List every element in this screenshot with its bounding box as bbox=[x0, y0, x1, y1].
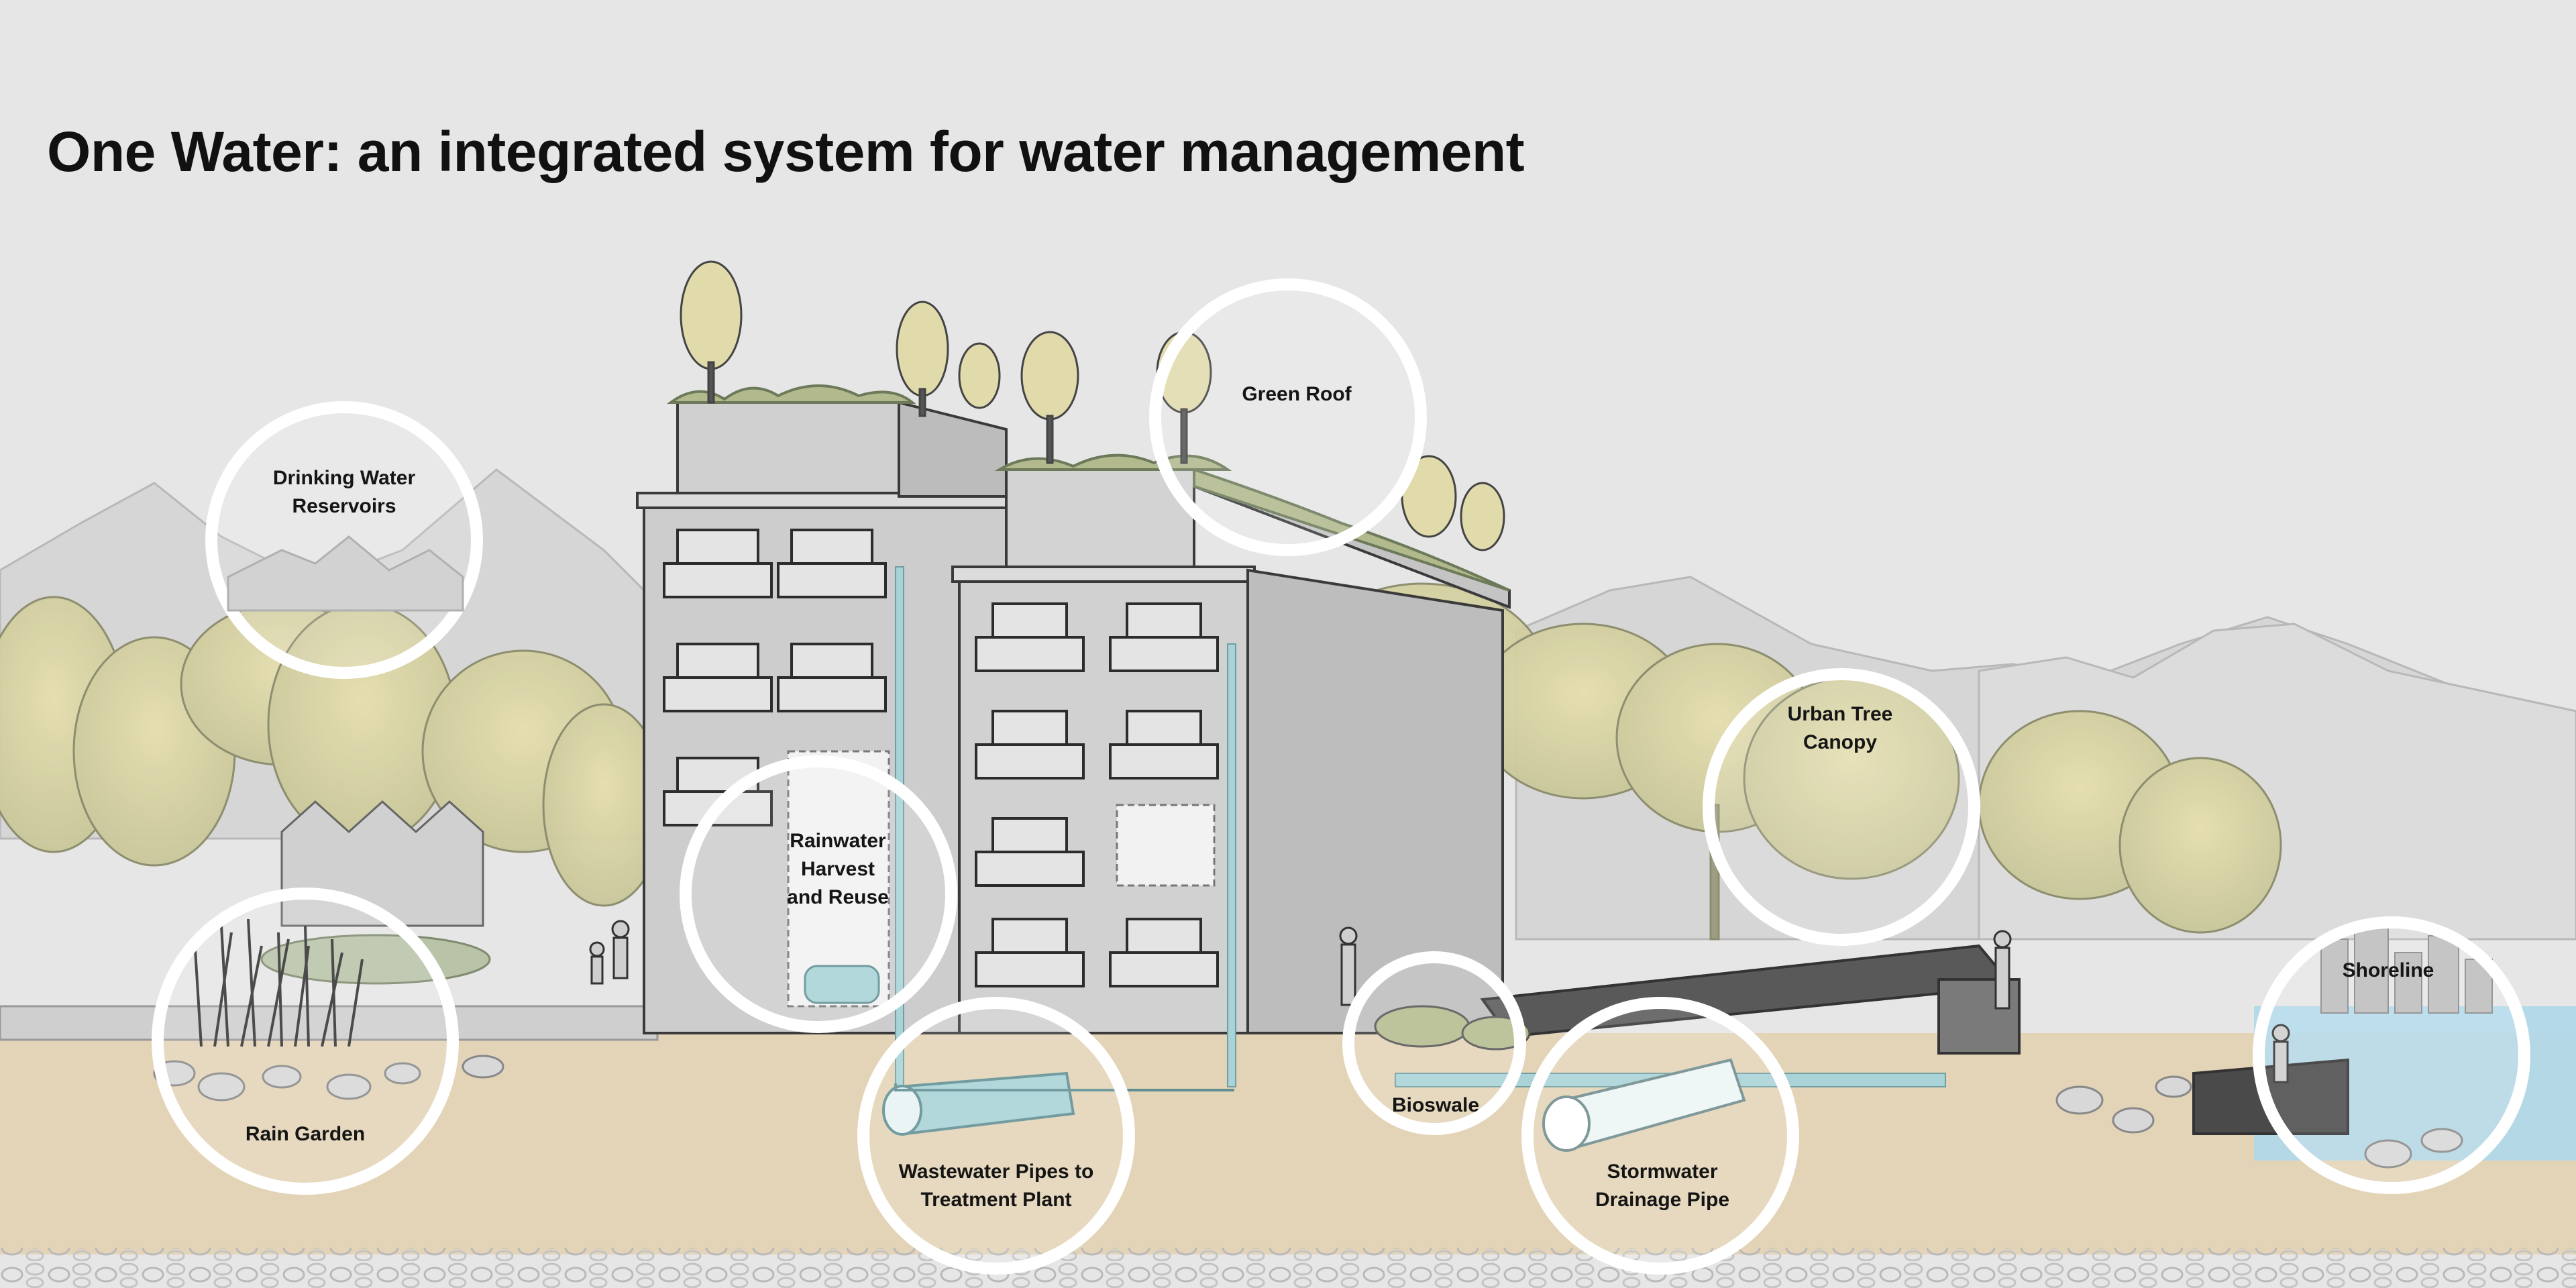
label-rain-garden: Rain Garden bbox=[245, 1123, 366, 1145]
reservoir-mountains bbox=[227, 535, 464, 612]
label-wastewater-pipes: Wastewater Pipes to Treatment Plant bbox=[898, 1161, 1094, 1211]
label-stormwater-drainage-pipe: Stormwater Drainage Pipe bbox=[1595, 1161, 1730, 1211]
gravel-strip bbox=[0, 1248, 2576, 1288]
ring-stormwater-pipe bbox=[1521, 997, 1799, 1275]
stormwater-pipe-drawing bbox=[1542, 1058, 1746, 1152]
ring-urban-tree-canopy bbox=[1703, 668, 1980, 946]
label-green-roof: Green Roof bbox=[1242, 383, 1352, 405]
city-skyline bbox=[2320, 925, 2493, 1014]
roof-trees bbox=[680, 260, 1505, 551]
rain-garden-reeds bbox=[193, 918, 364, 1047]
ring-wastewater-pipes bbox=[857, 997, 1135, 1275]
ring-green-roof bbox=[1149, 278, 1427, 556]
ground bbox=[0, 1033, 2576, 1254]
stones bbox=[153, 1055, 2463, 1169]
left-tree-canopy bbox=[0, 596, 665, 907]
label-bioswale: Bioswale bbox=[1391, 1094, 1480, 1116]
windows-front bbox=[975, 602, 1219, 987]
ring-bioswale bbox=[1342, 951, 1526, 1135]
interior-tanks bbox=[787, 750, 1216, 1008]
page-title: One Water: an integrated system for wate… bbox=[47, 120, 1525, 183]
ring-rainwater-harvest bbox=[680, 755, 957, 1033]
label-urban-tree-canopy: Urban Tree Canopy bbox=[1787, 703, 1893, 753]
ring-rain-garden bbox=[152, 888, 459, 1195]
windows-back bbox=[663, 529, 887, 826]
label-rainwater-harvest-and-reuse: Rainwater Harvest and Reuse bbox=[787, 830, 889, 908]
label-drinking-water-reservoirs: Drinking Water Reservoirs bbox=[272, 467, 416, 517]
rain-tank bbox=[804, 965, 880, 1004]
label-shoreline: Shoreline bbox=[2342, 959, 2434, 981]
ring-shoreline bbox=[2253, 916, 2530, 1194]
people bbox=[589, 920, 2290, 1083]
